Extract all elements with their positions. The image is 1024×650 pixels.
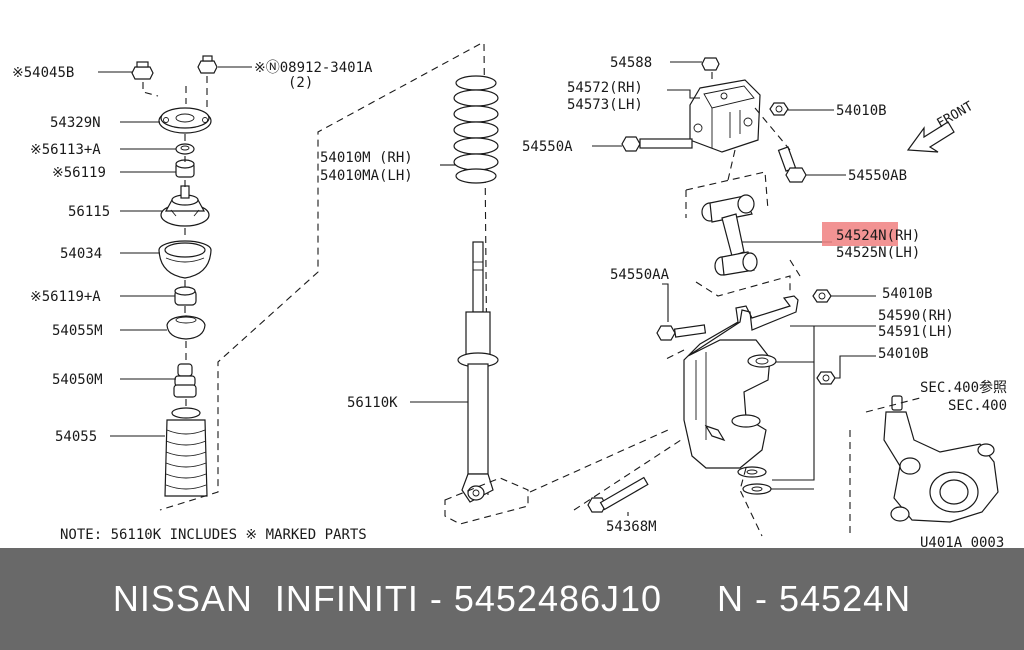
nut-54045b (131, 61, 154, 80)
label-54524n: 54524N(RH) (836, 228, 920, 244)
bracket-54572 (689, 79, 761, 153)
label-54550ab: 54550AB (848, 168, 907, 184)
washer-54010b-3 (816, 371, 836, 385)
label-54368m: 54368M (606, 519, 657, 535)
label-54524n-suffix: N(RH) (878, 228, 920, 244)
nut-54588 (701, 57, 720, 71)
label-front: FRONT (935, 99, 977, 132)
insulator-54034 (158, 240, 212, 279)
part-number-banner: NISSAN INFINITI - 5452486J10 N - 54524N (0, 548, 1024, 650)
label-sec400: SEC.400 (948, 398, 1007, 414)
leader-lines (98, 61, 876, 516)
label-54524n-code: 54524 (836, 228, 878, 244)
label-54010ma: 54010MA(LH) (320, 168, 413, 184)
label-sec400-ref: SEC.400参照 (920, 379, 1007, 396)
note-text: NOTE: 56110K INCLUDES ※ MARKED PARTS (60, 527, 367, 543)
bumper-54055m (166, 315, 206, 340)
shock-absorber-56110k (457, 241, 499, 503)
washer-54010b-2 (812, 289, 832, 303)
label-54034: 54034 (60, 246, 102, 262)
bolt-54550ab (777, 146, 807, 183)
label-54055m: 54055M (52, 323, 103, 339)
label-54050m: 54050M (52, 372, 103, 388)
label-54588: 54588 (610, 55, 652, 71)
label-54010b-1: 54010B (836, 103, 887, 119)
bolt-54550aa (656, 324, 707, 341)
label-56119: ※56119 (52, 165, 106, 181)
washer-56113 (175, 143, 195, 155)
parts-diagram: ※54045B ※Ⓝ08912-3401A (2) 54329N ※56113+… (12, 43, 1008, 551)
bolt-54368m (587, 476, 649, 513)
label-54045b: ※54045B (12, 65, 74, 81)
bushing-56119a (174, 286, 197, 306)
coil-spring-54010m (453, 75, 499, 184)
label-54590: 54590(RH) (878, 308, 954, 324)
lower-arm-54590 (683, 295, 799, 469)
label-54010b-2: 54010B (882, 286, 933, 302)
nut-08912 (197, 55, 218, 74)
label-54329n: 54329N (50, 115, 101, 131)
label-54055: 54055 (55, 429, 97, 445)
dust-boot-54055 (164, 407, 208, 497)
upper-link-54524n (701, 194, 758, 276)
label-54525n: 54525N(LH) (836, 245, 920, 261)
label-56115: 56115 (68, 204, 110, 220)
label-08912-qty: (2) (288, 75, 313, 91)
knuckle-sec400 (883, 395, 999, 523)
drawing-code: U401A 0003 (920, 535, 1004, 548)
highlight-box (822, 222, 898, 246)
label-08912: ※Ⓝ08912-3401A (254, 60, 373, 76)
bound-bumper-54050m (173, 363, 197, 398)
bolt-54550a (621, 136, 693, 152)
label-54591: 54591(LH) (878, 324, 954, 340)
mount-56115 (160, 185, 210, 227)
label-54550aa: 54550AA (610, 267, 670, 283)
label-54010b-3: 54010B (878, 346, 929, 362)
front-arrow-icon (906, 121, 955, 153)
label-56113a: ※56113+A (30, 142, 101, 158)
label-54572: 54572(RH) (567, 80, 643, 96)
washer-54010b (769, 102, 789, 116)
mount-plate-54329n (158, 107, 212, 134)
bushing-56119 (175, 159, 195, 178)
label-54573: 54573(LH) (567, 97, 643, 113)
part-number-text: NISSAN INFINITI - 5452486J10 N - 54524N (112, 578, 912, 619)
label-56119a: ※56119+A (30, 289, 101, 305)
label-54550a: 54550A (522, 139, 573, 155)
label-54010m: 54010M (RH) (320, 150, 413, 166)
label-56110k: 56110K (347, 395, 398, 411)
